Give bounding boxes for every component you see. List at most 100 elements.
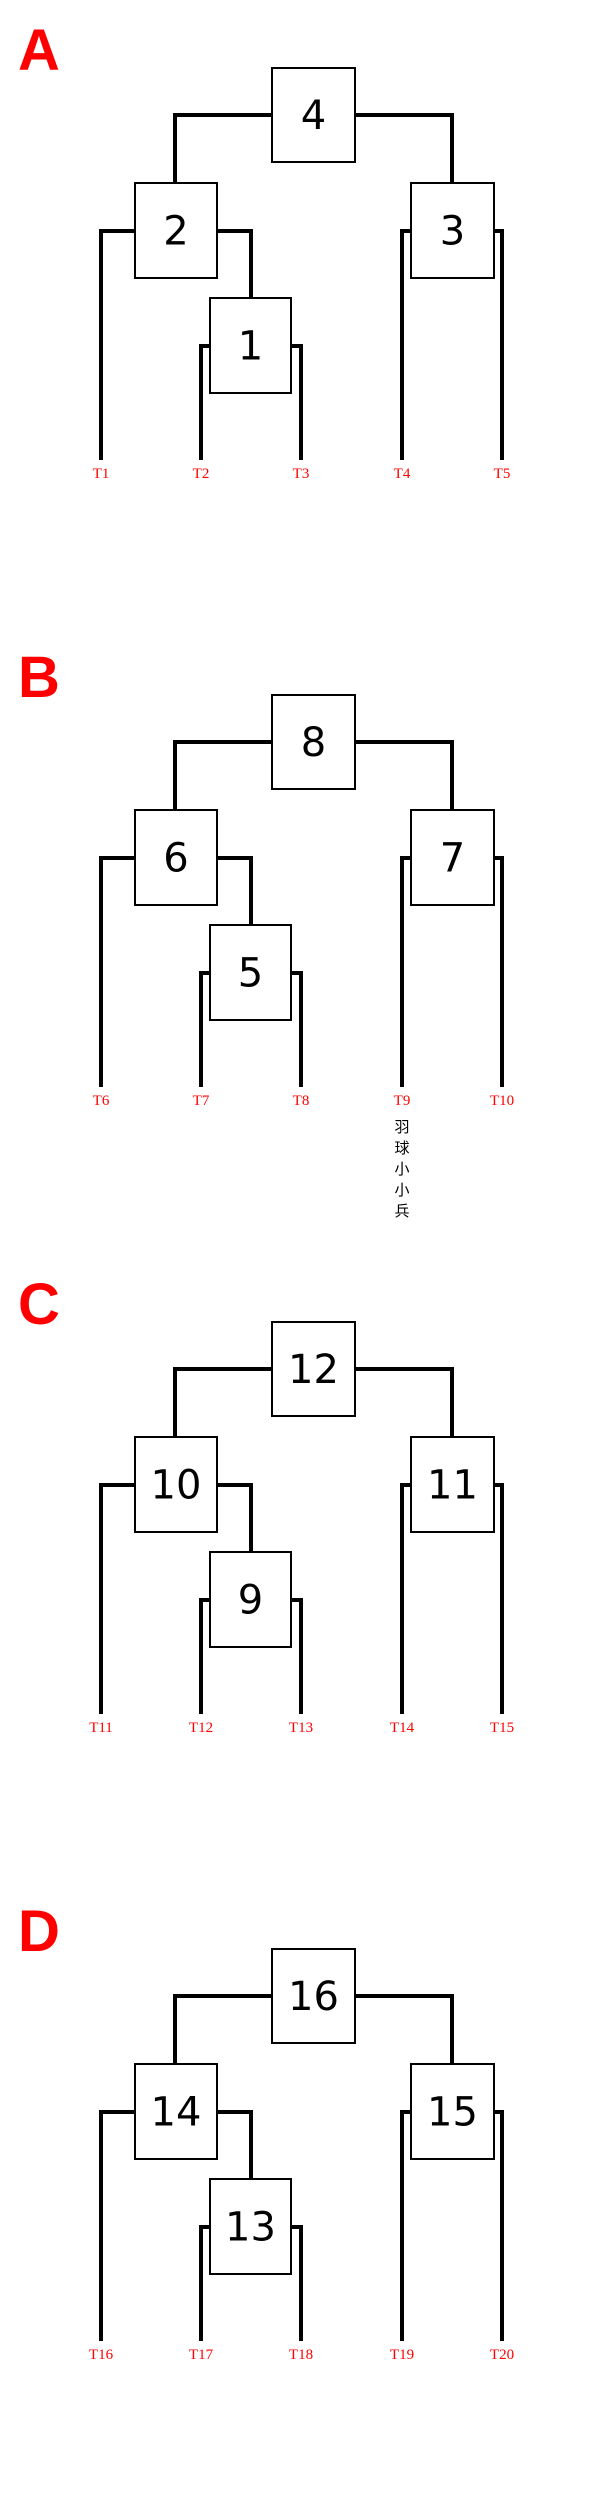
branch-line [199, 1598, 210, 1714]
tip-label: T18 [289, 2347, 313, 2363]
vertical-watermark-text: 羽 球 小 小 兵 [393, 1117, 411, 1222]
panel-letter: A [18, 18, 60, 83]
branch-line [217, 1483, 253, 1552]
branch-line [173, 113, 272, 183]
node-label: 16 [288, 1974, 339, 2020]
panel-letter: D [18, 1899, 60, 1964]
branch-line [291, 1598, 303, 1714]
node-label: 2 [163, 209, 188, 255]
branch-line [99, 1483, 135, 1714]
node-label: 8 [301, 720, 326, 766]
node-box-left [134, 809, 218, 906]
tree-svg: 8 6 7 5T6 T7 T8 T9 T10 [93, 694, 514, 1109]
branch-line [400, 1483, 411, 1714]
tip-label: T3 [293, 466, 310, 482]
tip-label: T7 [193, 1093, 210, 1109]
tip-label: T17 [189, 2347, 214, 2363]
branch-line [99, 2110, 135, 2341]
node-label: 7 [440, 836, 465, 882]
node-box-root [271, 67, 356, 163]
branch-line [494, 229, 504, 460]
node-label: 14 [151, 2090, 202, 2136]
node-box-right [410, 809, 495, 906]
node-label: 6 [163, 836, 188, 882]
branch-line [355, 113, 454, 183]
node-label: 4 [301, 93, 326, 139]
node-box-right [410, 2063, 495, 2160]
branch-line [217, 229, 253, 298]
watermark-char: 兵 [394, 1202, 410, 1220]
branch-line [355, 740, 454, 810]
tip-label: T9 [394, 1093, 411, 1109]
branch-line [494, 1483, 504, 1714]
tree-svg: 4 2 3 1T1 T2 T3 T4 T5 [93, 67, 511, 482]
node-box-root [271, 1948, 356, 2044]
node-label: 13 [225, 2205, 276, 2251]
branch-line [217, 2110, 253, 2179]
branch-line [199, 344, 210, 460]
node-box-inner [209, 924, 292, 1021]
tip-label: T16 [89, 2347, 114, 2363]
branch-line [400, 2110, 411, 2341]
panel-letter: B [18, 645, 60, 710]
tip-label: T15 [490, 1720, 514, 1736]
branch-line [173, 1994, 272, 2064]
branch-line [494, 856, 504, 1087]
tip-label: T4 [394, 466, 411, 482]
branch-line [99, 229, 135, 460]
branch-line [355, 1367, 454, 1437]
node-box-left [134, 182, 218, 279]
branch-line [400, 229, 411, 460]
node-label: 11 [427, 1463, 478, 1509]
node-box-left [134, 2063, 218, 2160]
node-box-left [134, 1436, 218, 1533]
node-label: 3 [440, 209, 465, 255]
node-box-right [410, 1436, 495, 1533]
node-label: 9 [238, 1578, 263, 1624]
tip-label: T8 [293, 1093, 310, 1109]
node-box-root [271, 694, 356, 790]
tip-label: T2 [193, 466, 210, 482]
node-box-right [410, 182, 495, 279]
branch-line [291, 2225, 303, 2341]
branch-line [494, 2110, 504, 2341]
branch-line [173, 740, 272, 810]
tip-label: T20 [490, 2347, 514, 2363]
tip-label: T11 [89, 1720, 113, 1736]
tip-label: T5 [494, 466, 511, 482]
node-label: 15 [427, 2090, 478, 2136]
tip-label: T6 [93, 1093, 110, 1109]
branch-line [291, 971, 303, 1087]
watermark-char: 球 [394, 1139, 410, 1157]
node-label: 5 [238, 951, 263, 997]
tip-label: T19 [390, 2347, 414, 2363]
branch-line [217, 856, 253, 925]
node-box-inner [209, 297, 292, 394]
watermark-char: 小 [394, 1160, 410, 1178]
tip-label: T12 [189, 1720, 213, 1736]
tip-label: T14 [390, 1720, 415, 1736]
node-label: 10 [151, 1463, 202, 1509]
node-label: 1 [238, 324, 263, 370]
tip-label: T13 [289, 1720, 313, 1736]
branch-line [355, 1994, 454, 2064]
branch-line [291, 344, 303, 460]
tip-label: T1 [93, 466, 110, 482]
node-box-inner [209, 1551, 292, 1648]
node-label: 12 [288, 1347, 339, 1393]
branch-line [400, 856, 411, 1087]
node-box-inner [209, 2178, 292, 2275]
panel-letter: C [18, 1272, 60, 1337]
branch-line [199, 971, 210, 1087]
branch-line [173, 1367, 272, 1437]
branch-line [99, 856, 135, 1087]
watermark-char: 羽 [394, 1118, 410, 1136]
branch-line [199, 2225, 210, 2341]
tip-label: T10 [490, 1093, 514, 1109]
